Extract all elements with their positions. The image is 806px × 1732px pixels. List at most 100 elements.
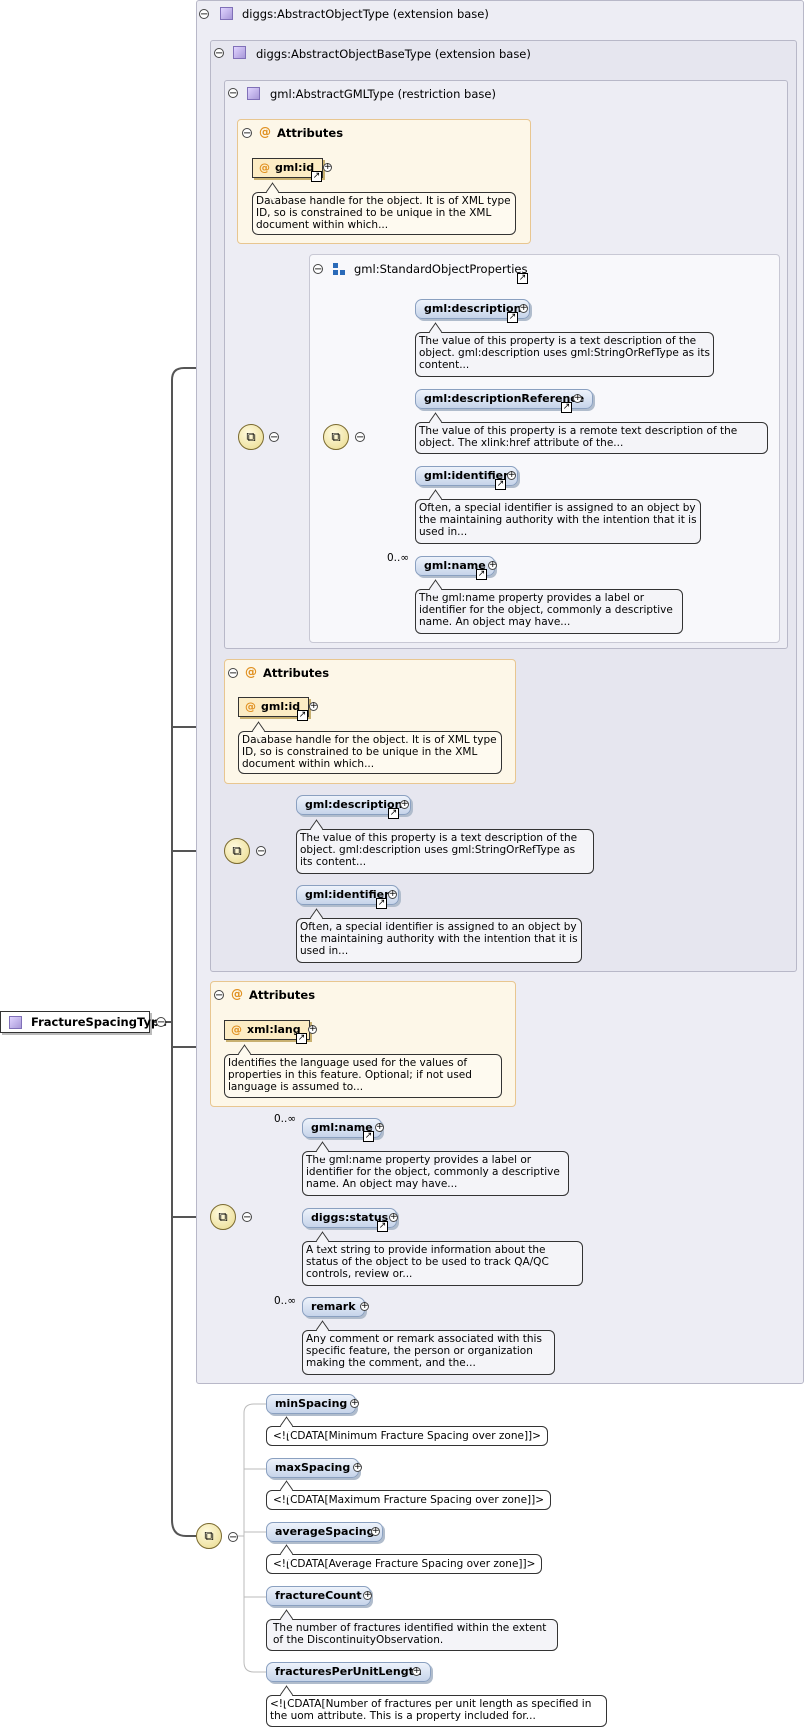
complex-type-icon [9,1016,22,1029]
collapse-icon[interactable]: − [214,48,224,59]
group-icon [333,263,345,275]
gml-identifier-element[interactable]: gml:identifier [415,466,518,486]
expand-icon[interactable]: + [308,1024,317,1034]
collapse-icon[interactable]: − [242,1212,252,1223]
attributes-label: Attributes [263,666,330,680]
attributes-label: Attributes [249,988,316,1002]
expand-icon[interactable]: + [400,799,409,809]
reference-icon[interactable]: ↗ [495,479,506,490]
reference-icon[interactable]: ↗ [297,710,308,721]
gml-description-doc: The value of this property is a text des… [415,332,714,377]
cardinality-label: 0..∞ [274,1295,297,1307]
diggs-status-doc: A text string to provide information abo… [302,1241,583,1286]
fractures-per-unit-length-element[interactable]: fracturesPerUnitLength [266,1662,431,1682]
reference-icon[interactable]: ↗ [507,312,518,323]
fracture-count-doc: The number of fractures identified withi… [266,1619,558,1651]
reference-icon[interactable]: ↗ [561,402,572,413]
collapse-icon[interactable]: − [269,432,279,443]
expand-icon[interactable]: + [488,560,497,570]
collapse-icon[interactable]: − [228,88,238,99]
gml-name-doc: The gml:name property provides a label o… [415,589,683,634]
sequence-compositor-icon[interactable]: ⧉ [323,424,349,450]
gml-identifier-element[interactable]: gml:identifier [296,885,399,905]
gml-id-attribute[interactable]: @gml:id [238,697,310,717]
complex-type-icon [220,7,233,20]
complex-type-icon [247,87,260,100]
reference-icon[interactable]: ↗ [377,1221,388,1232]
sequence-compositor-icon[interactable]: ⧉ [210,1204,236,1230]
expand-icon[interactable]: + [353,1462,362,1472]
complex-type-icon [233,46,246,59]
expand-icon[interactable]: + [375,1122,384,1132]
expand-icon[interactable]: + [360,1301,369,1311]
gml-name-doc: The gml:name property provides a label o… [302,1151,569,1196]
expand-icon[interactable]: + [309,701,318,711]
attribute-name: xml:lang [247,1023,301,1036]
root-label: FractureSpacingType [31,1015,167,1029]
expand-icon[interactable]: + [350,1398,359,1408]
expand-icon[interactable]: + [363,1590,372,1600]
collapse-icon[interactable]: − [214,990,224,1001]
remark-element[interactable]: remark [302,1297,365,1317]
collapse-icon[interactable]: − [199,9,209,20]
max-spacing-doc: <![CDATA[Maximum Fracture Spacing over z… [266,1490,552,1510]
cardinality-label: 0..∞ [274,1113,297,1125]
reference-icon[interactable]: ↗ [311,171,322,182]
collapse-icon[interactable]: − [228,668,238,679]
abstract-object-title: diggs:AbstractObjectType (extension base… [242,7,489,21]
xml-lang-doc: Identifies the language used for the val… [224,1054,502,1098]
gml-name-element[interactable]: gml:name [302,1118,382,1138]
attribute-icon: @ [245,665,257,679]
attribute-icon: @ [231,987,243,1001]
collapse-icon[interactable]: − [355,432,365,443]
reference-icon[interactable]: ↗ [517,273,528,284]
cardinality-label: 0..∞ [387,552,410,564]
attributes-label: Attributes [277,126,344,140]
abstract-gml-title: gml:AbstractGMLType (restriction base) [270,87,496,101]
expand-icon[interactable]: + [389,1212,398,1222]
average-spacing-doc: <![CDATA[Average Fracture Spacing over z… [266,1554,543,1574]
gml-id-attribute[interactable]: @gml:id [252,158,324,178]
xml-lang-attribute[interactable]: @xml:lang [224,1020,310,1040]
gml-identifier-doc: Often, a special identifier is assigned … [296,918,582,963]
expand-icon[interactable]: + [519,303,528,313]
expand-icon[interactable]: + [323,162,332,172]
sequence-compositor-icon[interactable]: ⧉ [224,838,250,864]
sequence-compositor-icon[interactable]: ⧉ [238,424,264,450]
min-spacing-element[interactable]: minSpacing [266,1394,357,1414]
reference-icon[interactable]: ↗ [388,808,399,819]
collapse-icon[interactable]: − [242,128,252,139]
diggs-status-element[interactable]: diggs:status [302,1208,398,1228]
expand-icon[interactable]: + [412,1666,421,1676]
collapse-icon[interactable]: − [256,846,266,857]
collapse-icon[interactable]: − [228,1532,238,1543]
gml-id-doc: Database handle for the object. It is of… [238,731,502,774]
gml-description-element[interactable]: gml:description [296,795,412,815]
fracture-spacing-type-node[interactable]: FractureSpacingType [0,1011,167,1033]
gml-description-element[interactable]: gml:description [415,299,531,319]
abstract-object-base-title: diggs:AbstractObjectBaseType (extension … [256,47,531,61]
gml-id-doc: Database handle for the object. It is of… [252,192,516,235]
attribute-name: gml:id [261,700,301,713]
gml-description-reference-doc: The value of this property is a remote t… [415,422,768,454]
sequence-compositor-icon[interactable]: ⧉ [196,1523,222,1549]
collapse-icon[interactable]: − [313,264,323,275]
fracture-count-element[interactable]: fractureCount [266,1586,371,1606]
reference-icon[interactable]: ↗ [376,898,387,909]
collapse-icon[interactable]: − [156,1017,166,1028]
reference-icon[interactable]: ↗ [363,1131,374,1142]
gml-description-reference-element[interactable]: gml:descriptionReference [415,389,594,409]
expand-icon[interactable]: + [388,889,397,899]
gml-description-doc: The value of this property is a text des… [296,829,594,874]
standard-object-properties-title: gml:StandardObjectProperties [354,262,528,276]
reference-icon[interactable]: ↗ [296,1033,307,1044]
remark-doc: Any comment or remark associated with th… [302,1330,555,1375]
attribute-name: gml:id [275,161,315,174]
expand-icon[interactable]: + [371,1526,380,1536]
gml-identifier-doc: Often, a special identifier is assigned … [415,499,701,544]
reference-icon[interactable]: ↗ [476,569,487,580]
average-spacing-element[interactable]: averageSpacing [266,1522,384,1542]
max-spacing-element[interactable]: maxSpacing [266,1458,360,1478]
expand-icon[interactable]: + [507,470,516,480]
expand-icon[interactable]: + [573,393,582,403]
